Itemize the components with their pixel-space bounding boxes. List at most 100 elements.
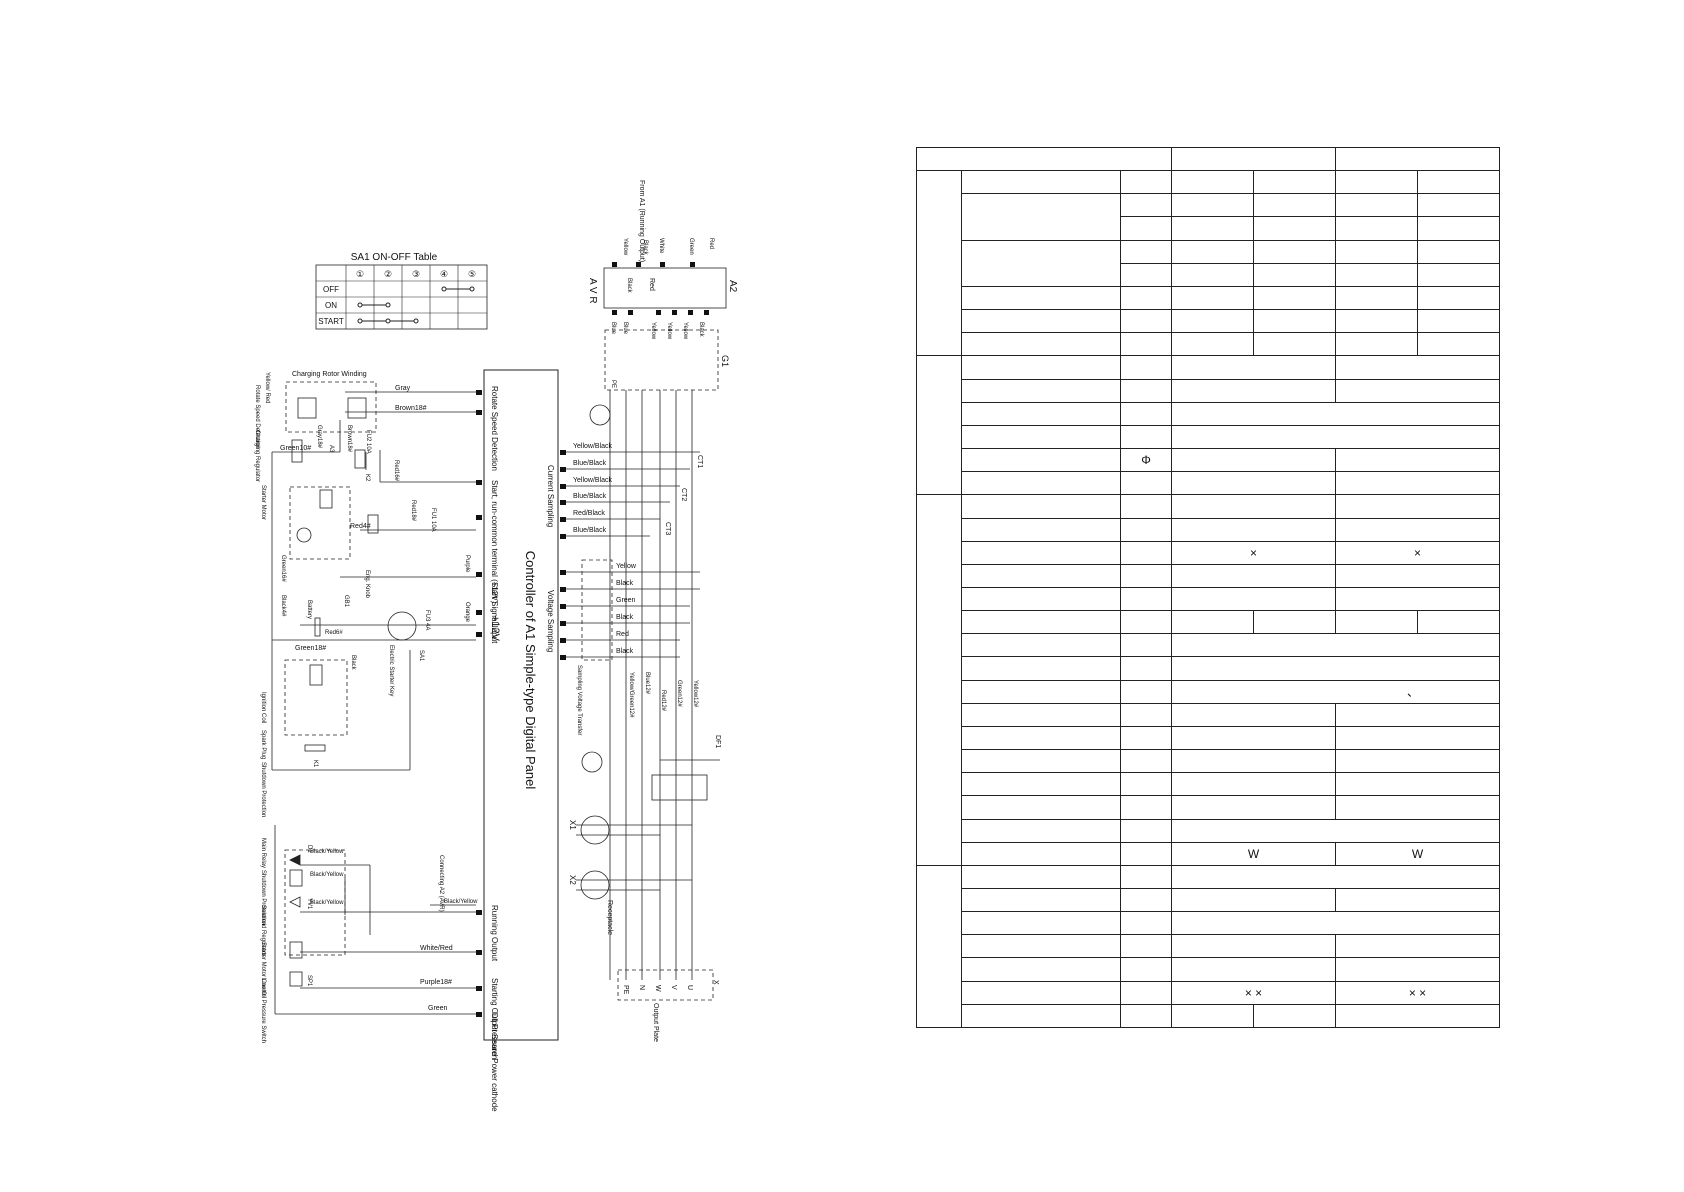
ref-fu3: FU3 4A [424, 610, 430, 630]
table-row [917, 401, 1501, 426]
receptacle-x2 [580, 870, 610, 900]
table-row [917, 702, 1501, 727]
label-pe: PE [610, 380, 616, 388]
left-wiring [271, 391, 476, 1015]
wire-red6: Red6# [325, 630, 343, 636]
terminal-start-common: Start, run-common terminal (+12V) [490, 480, 499, 604]
avr-bottom-blue-2: Blue [622, 322, 628, 335]
wire-black-yellow-4: Black/Yellow [444, 899, 478, 905]
spec-cell-xx-1: × × [1171, 980, 1337, 1005]
table-row [917, 633, 1501, 658]
terminal-running-output: Running Output [490, 905, 499, 962]
wire-blue-black-3: Blue/Black [573, 527, 607, 534]
sa1-switch [387, 611, 417, 641]
wire-green: Green [428, 1005, 448, 1012]
spec-cell-x-1: × [1171, 540, 1337, 565]
ref-k2: K2 [364, 474, 370, 482]
g1-box [604, 329, 719, 391]
wire-black-yellow-2: Black/Yellow [310, 872, 344, 878]
label-ignition-coil: Ignition Coil [260, 692, 266, 723]
terminal-current-sampling: Current Sampling [546, 465, 555, 527]
avr-bottom-black: Black [698, 322, 704, 338]
right-wiring [566, 390, 720, 980]
wire-black4: Black4# [280, 595, 286, 617]
ground-icon-2 [581, 751, 603, 773]
wire-green16: Green16# [280, 555, 286, 582]
sa1-row-on: ON [325, 301, 337, 310]
controller-a1: Controller of A1 Simple-type Digital Pan… [483, 369, 559, 1112]
avr-top-black: Black [642, 240, 648, 256]
table-row [917, 911, 1501, 936]
label-solenoid-regulator: Solenoid Regulator [260, 905, 266, 956]
label-battery: Battery [306, 600, 312, 619]
table-row [917, 262, 1501, 287]
ref-ct2: CT2 [680, 488, 687, 501]
wire-red: Red [616, 631, 629, 638]
wire-red18: Red18# [410, 500, 416, 522]
table-row [917, 795, 1501, 820]
wire-black-yellow-1: Black/Yellow [310, 849, 344, 855]
output-w: W [654, 985, 661, 992]
table-row [917, 656, 1501, 681]
wire-green18: Green18# [295, 645, 326, 652]
label-df1: DF1 [714, 735, 721, 748]
avr-box [603, 267, 727, 309]
spec-cell-w-2: W [1335, 841, 1501, 866]
wire-gray18: Gray18# [316, 425, 322, 449]
label-connecting-a2: Connecting A2 (AVR) [438, 855, 444, 912]
table-row [917, 332, 1501, 357]
label-sampling-voltage: Sampling Voltage Transfer [576, 665, 582, 735]
label-g1: G1 [720, 355, 730, 367]
sa1-onoff-table: SA1 ON-OFF Table ① ② ③ ④ ⑤ OFF ON START [315, 252, 488, 330]
ref-fu1: FU1 10A [430, 508, 436, 532]
sa1-col-5: ⑤ [468, 269, 476, 279]
ref-k1: K1 [312, 760, 318, 768]
table-row [917, 749, 1501, 774]
avr-top-yellow: Yellow [622, 238, 628, 256]
label-rotate-speed-detection: Rotate Speed Detection [254, 385, 260, 449]
wire-blue12: Blue12# [644, 672, 650, 695]
avr-from-a1: From A1 (Running Output) [638, 180, 645, 262]
table-row [917, 586, 1501, 612]
ref-ct1: CT1 [696, 455, 703, 468]
sa1-col-2: ② [384, 269, 392, 279]
avr-bottom-yellow-2: Yellow [666, 322, 672, 340]
label-yellow-red: Yellow/ Red [264, 372, 270, 403]
spec-cell-phase: Φ [1119, 448, 1173, 473]
spec-cell-xx-2: × × [1335, 980, 1501, 1005]
wire-blue-black-1: Blue/Black [573, 460, 607, 467]
terminal-oil-pressure: Oil Pressure Power cathode [490, 1012, 499, 1112]
right-labels: A V R A2 From A1 (Running Output) Red Bl… [568, 180, 738, 1042]
table-row [917, 517, 1501, 542]
avr-bottom-yellow-3: Yellow [682, 322, 688, 340]
table-row [916, 494, 1501, 866]
spec-cell-w-1: W [1171, 841, 1337, 866]
output-plate-box [617, 969, 714, 1001]
wire-green-2: Green [616, 597, 636, 604]
sa1-row-start: START [318, 317, 344, 326]
terminal-starting-output: Starting Output Search [490, 978, 499, 1059]
sa1-link-on [357, 302, 391, 308]
label-electric-starter-key: Electric Starter Key [388, 645, 394, 696]
ref-x1: X1 [568, 820, 577, 830]
avr-ref: A2 [727, 280, 738, 293]
sa1-col-3: ③ [412, 269, 420, 279]
table-row [916, 170, 1501, 357]
table-row [917, 471, 1501, 496]
ref-yv1: YV1 [306, 898, 312, 910]
wire-black-yellow-3: Black/Yellow [310, 900, 344, 906]
sa1-col-1: ① [356, 269, 364, 279]
wire-green10: Green10# [280, 445, 311, 452]
charging-rotor-box [285, 381, 377, 433]
terminal-start-signal: Start Signal Input [490, 582, 499, 644]
spec-cell-x-2: × [1335, 540, 1501, 565]
label-starter-motor-control: Starter Motor Control [260, 942, 266, 998]
table-row [917, 563, 1501, 588]
battery-icon [314, 617, 321, 637]
wire-red4: Red4# [350, 523, 371, 530]
ignition-coil-box [284, 659, 348, 736]
label-shutdown-protection-2: Shutdown Protection [260, 870, 266, 925]
solenoid-box [284, 849, 346, 956]
